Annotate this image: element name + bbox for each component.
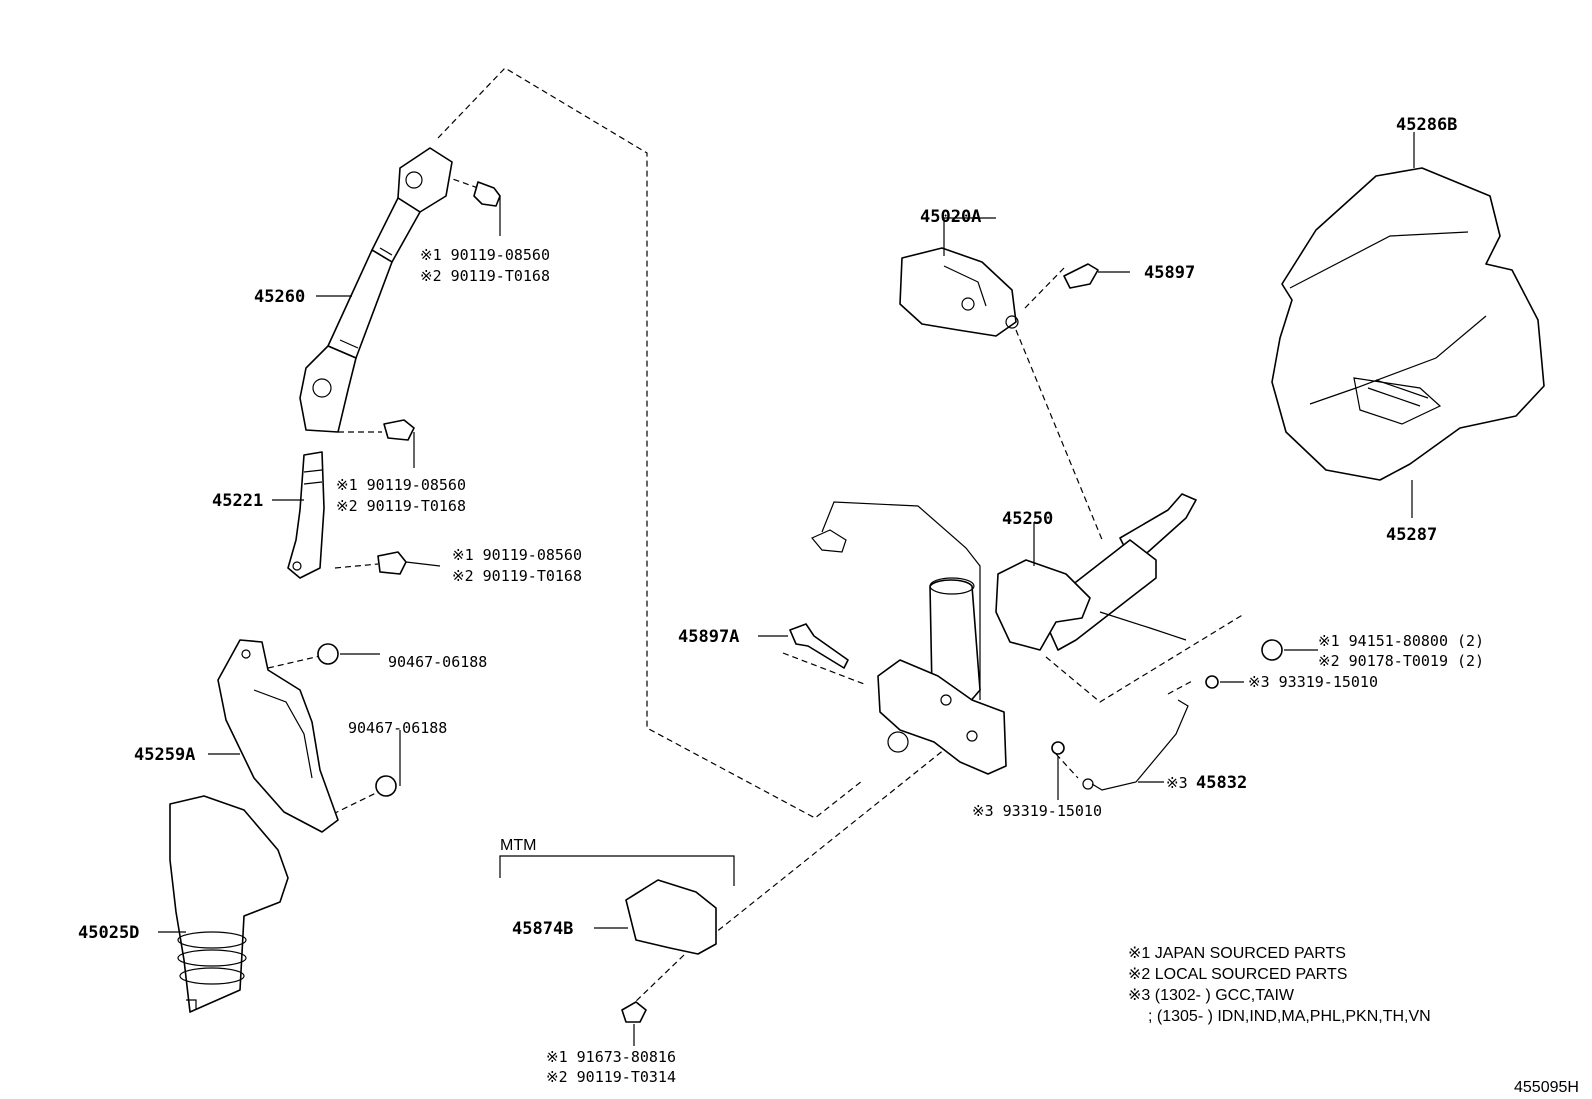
label-45259A: 45259A [134,745,195,765]
callout-bolt-lower-1: ※1 90119-08560 [452,546,582,564]
callout-bolt-upper-2: ※2 90119-T0168 [420,267,550,285]
label-45874B: 45874B [512,919,573,939]
callout-bolt-lower-2: ※2 90119-T0168 [452,567,582,585]
callout-bolt-mid-2: ※2 90119-T0168 [336,497,466,515]
column-cover-45286B-45287 [1271,167,1545,481]
callout-clip-lower: 90467-06188 [348,719,447,737]
label-45832: 45832 [1196,773,1247,793]
steering-column-assembly-45250 [811,493,1197,775]
note-japan-sourced: ※1 JAPAN SOURCED PARTS [1128,945,1346,962]
bolt-icon-middle [383,419,415,468]
mtm-label: MTM [500,837,536,854]
note-region-2: ; (1305- ) IDN,IND,MA,PHL,PKN,TH,VN [1148,1008,1431,1025]
ground-wire-45832 [1082,699,1189,791]
callout-screw-a: ※3 93319-15010 [1248,673,1378,691]
protector-45874B [594,879,717,955]
label-45025D: 45025D [78,923,139,943]
note-local-sourced: ※2 LOCAL SOURCED PARTS [1128,966,1347,983]
bolt-icon-mtm [621,1001,647,1046]
intermediate-shaft-45260 [299,147,453,433]
label-45897A: 45897A [678,627,739,647]
clip-icon-lower [375,730,401,797]
note-region-1: ※3 (1302- ) GCC,TAIW [1128,987,1295,1004]
label-45020A: 45020A [920,207,981,227]
label-45221: 45221 [212,491,263,511]
nut-icon [1261,639,1318,661]
bolt-icon-upper [473,181,501,236]
screw-icon-right [1205,675,1244,689]
label-45250: 45250 [1002,509,1053,529]
label-leaders [158,217,996,933]
callout-bolt-upper-1: ※1 90119-08560 [420,246,550,264]
callout-nut-1: ※1 94151-80800 (2) [1318,632,1484,650]
callout-screw-b: ※3 93319-15010 [972,802,1102,820]
clip-icon-upper [317,643,380,665]
screw-icon-center [1051,741,1065,800]
label-45260: 45260 [254,287,305,307]
callout-ground-wire-prefix: ※3 [1166,774,1188,792]
screw-icon-45897 [1063,263,1130,289]
label-45286B: 45286B [1396,115,1457,135]
bolt-icon-45897A [758,623,849,669]
diagram-id: 455095H [1514,1079,1579,1096]
callout-clip-upper: 90467-06188 [388,653,487,671]
callout-mtm-bolt-2: ※2 90119-T0314 [546,1068,676,1086]
label-45897: 45897 [1144,263,1195,283]
mtm-bracket-group [499,855,735,886]
callout-mtm-bolt-1: ※1 91673-80816 [546,1048,676,1066]
callout-bolt-mid-1: ※1 90119-08560 [336,476,466,494]
switch-bracket-45020A [899,247,1019,337]
dashed-guide-lines [267,67,1245,1006]
shaft-45221 [287,451,325,579]
steering-boot-45025D [169,795,289,1013]
bolt-icon-lower [377,551,441,575]
label-45287: 45287 [1386,525,1437,545]
column-hole-cover-45259A [217,639,339,833]
callout-nut-2: ※2 90178-T0019 (2) [1318,652,1484,670]
